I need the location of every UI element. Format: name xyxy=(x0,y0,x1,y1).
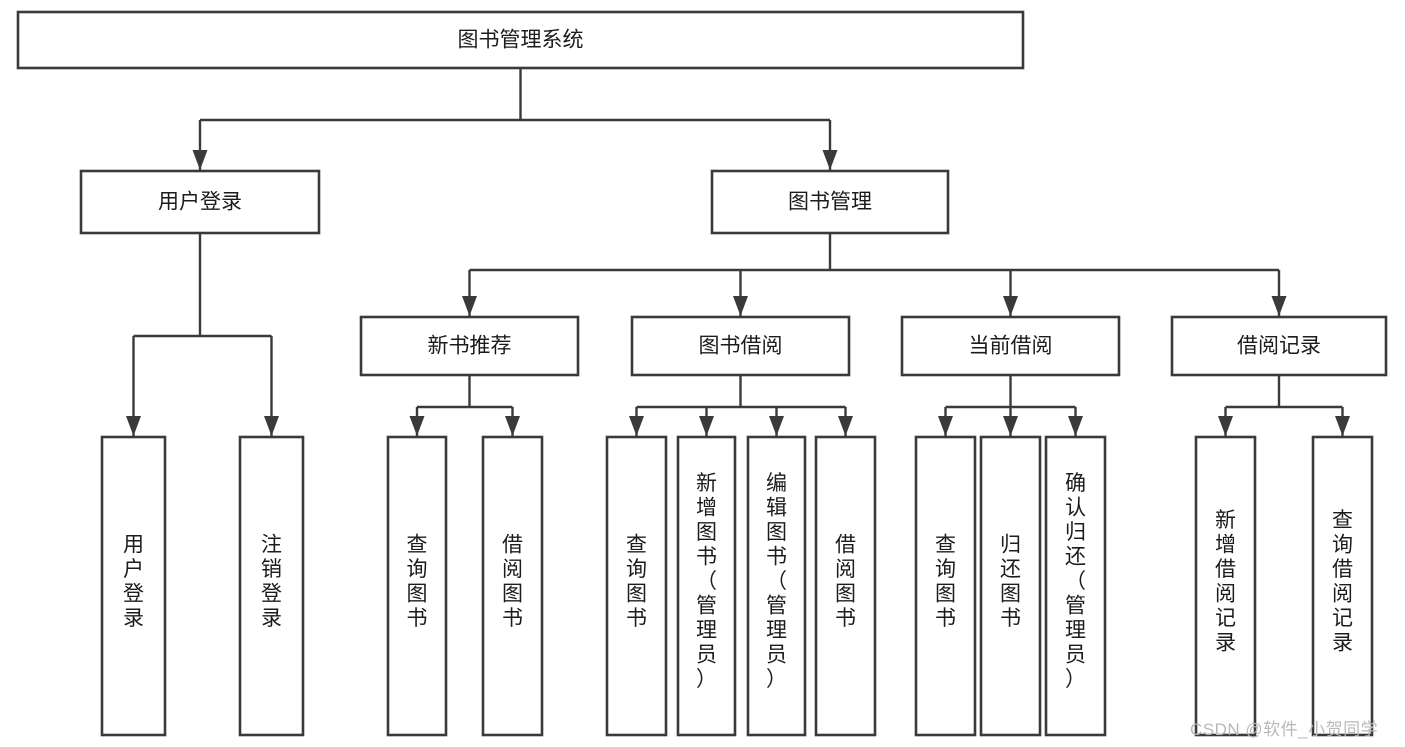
node-label-borrow-record: 借阅记录 xyxy=(1237,335,1321,358)
node-label-root: 图书管理系统 xyxy=(458,29,584,52)
node-label-leaf-user-login: 用户登录 xyxy=(123,533,144,630)
node-book-borrow[interactable]: 图书借阅 xyxy=(630,315,851,377)
node-leaf-query-borrow-record[interactable]: 查询借阅记录 xyxy=(1311,435,1374,737)
arrow-head-icon xyxy=(769,416,784,436)
node-label-leaf-query-book-borrow: 查询图书 xyxy=(626,533,647,630)
node-box-leaf-user-login xyxy=(100,435,167,737)
node-leaf-user-login[interactable]: 用户登录 xyxy=(100,435,167,737)
arrow-head-icon xyxy=(462,296,477,316)
arrow-head-icon xyxy=(1003,296,1018,316)
node-label-leaf-add-borrow-record: 新增借阅记录 xyxy=(1215,509,1236,655)
node-borrow-record[interactable]: 借阅记录 xyxy=(1170,315,1388,377)
node-label-leaf-add-book: 新增图书（管理员） xyxy=(696,472,717,691)
node-label-leaf-query-book-recommend: 查询图书 xyxy=(407,533,428,630)
arrow-head-icon xyxy=(1003,416,1018,436)
node-box-leaf-logout xyxy=(238,435,305,737)
edge-group-book-borrow xyxy=(629,375,853,436)
node-label-leaf-edit-book: 编辑图书（管理员） xyxy=(766,472,787,691)
arrow-head-icon xyxy=(699,416,714,436)
node-leaf-query-book-current[interactable]: 查询图书 xyxy=(914,435,977,737)
node-box-leaf-confirm-return xyxy=(1044,435,1107,737)
node-label-current-borrow: 当前借阅 xyxy=(969,335,1053,358)
arrow-head-icon xyxy=(938,416,953,436)
node-leaf-query-book-recommend[interactable]: 查询图书 xyxy=(386,435,448,737)
node-label-leaf-return-book: 归还图书 xyxy=(1000,533,1021,630)
node-label-leaf-borrow-book: 借阅图书 xyxy=(835,533,856,630)
node-leaf-query-book-borrow[interactable]: 查询图书 xyxy=(605,435,668,737)
node-leaf-return-book[interactable]: 归还图书 xyxy=(979,435,1042,737)
node-layer: 图书管理系统用户登录图书管理新书推荐图书借阅当前借阅借阅记录用户登录注销登录查询… xyxy=(16,10,1388,737)
node-box-leaf-query-book-borrow xyxy=(605,435,668,737)
node-box-leaf-query-book-recommend xyxy=(386,435,448,737)
node-leaf-add-borrow-record[interactable]: 新增借阅记录 xyxy=(1194,435,1257,737)
node-book-management[interactable]: 图书管理 xyxy=(710,169,950,235)
node-leaf-add-book[interactable]: 新增图书（管理员） xyxy=(676,435,737,737)
edge-group-book-management xyxy=(462,233,1287,316)
node-box-book-borrow xyxy=(630,315,851,377)
node-label-leaf-confirm-return: 确认归还（管理员） xyxy=(1065,472,1086,691)
arrow-head-icon xyxy=(1218,416,1233,436)
arrow-head-icon xyxy=(126,416,141,436)
node-box-leaf-edit-book xyxy=(746,435,807,737)
edge-group-user-login xyxy=(126,233,279,436)
node-leaf-borrow-book-recommend[interactable]: 借阅图书 xyxy=(481,435,544,737)
node-box-leaf-add-book xyxy=(676,435,737,737)
arrow-head-icon xyxy=(629,416,644,436)
arrow-head-icon xyxy=(409,416,425,436)
arrow-head-icon xyxy=(822,150,838,170)
node-user-login[interactable]: 用户登录 xyxy=(79,169,321,235)
node-new-book-recommend[interactable]: 新书推荐 xyxy=(359,315,580,377)
node-box-user-login xyxy=(79,169,321,235)
node-label-leaf-borrow-book-recommend: 借阅图书 xyxy=(502,533,523,630)
node-current-borrow[interactable]: 当前借阅 xyxy=(900,315,1121,377)
node-box-leaf-return-book xyxy=(979,435,1042,737)
node-box-current-borrow xyxy=(900,315,1121,377)
arrow-head-icon xyxy=(505,416,520,436)
node-label-new-book-recommend: 新书推荐 xyxy=(428,335,512,358)
node-root[interactable]: 图书管理系统 xyxy=(16,10,1025,70)
node-box-leaf-borrow-book xyxy=(814,435,877,737)
arrow-head-icon xyxy=(838,416,853,436)
node-label-leaf-query-borrow-record: 查询借阅记录 xyxy=(1332,509,1353,655)
node-box-new-book-recommend xyxy=(359,315,580,377)
edge-group-borrow-record xyxy=(1218,375,1350,436)
node-box-leaf-query-borrow-record xyxy=(1311,435,1374,737)
node-box-leaf-add-borrow-record xyxy=(1194,435,1257,737)
node-leaf-borrow-book[interactable]: 借阅图书 xyxy=(814,435,877,737)
node-leaf-logout[interactable]: 注销登录 xyxy=(238,435,305,737)
node-label-user-login: 用户登录 xyxy=(158,191,242,214)
node-label-leaf-query-book-current: 查询图书 xyxy=(935,533,956,630)
node-box-borrow-record xyxy=(1170,315,1388,377)
node-box-leaf-borrow-book-recommend xyxy=(481,435,544,737)
arrow-head-icon xyxy=(1335,416,1350,436)
node-box-book-management xyxy=(710,169,950,235)
arrow-head-icon xyxy=(1068,416,1083,436)
node-label-book-management: 图书管理 xyxy=(788,191,872,214)
node-box-root xyxy=(16,10,1025,70)
arrow-head-icon xyxy=(192,150,208,170)
node-leaf-edit-book[interactable]: 编辑图书（管理员） xyxy=(746,435,807,737)
node-label-leaf-logout: 注销登录 xyxy=(261,533,282,630)
connector-layer xyxy=(126,68,1350,436)
edge-group-current-borrow xyxy=(938,375,1083,436)
node-label-book-borrow: 图书借阅 xyxy=(699,335,783,358)
edge-group-root xyxy=(192,68,838,170)
edge-group-new-book-recommend xyxy=(409,375,520,436)
node-box-leaf-query-book-current xyxy=(914,435,977,737)
arrow-head-icon xyxy=(264,416,279,436)
arrow-head-icon xyxy=(1271,296,1287,316)
node-leaf-confirm-return[interactable]: 确认归还（管理员） xyxy=(1044,435,1107,737)
arrow-head-icon xyxy=(733,296,748,316)
